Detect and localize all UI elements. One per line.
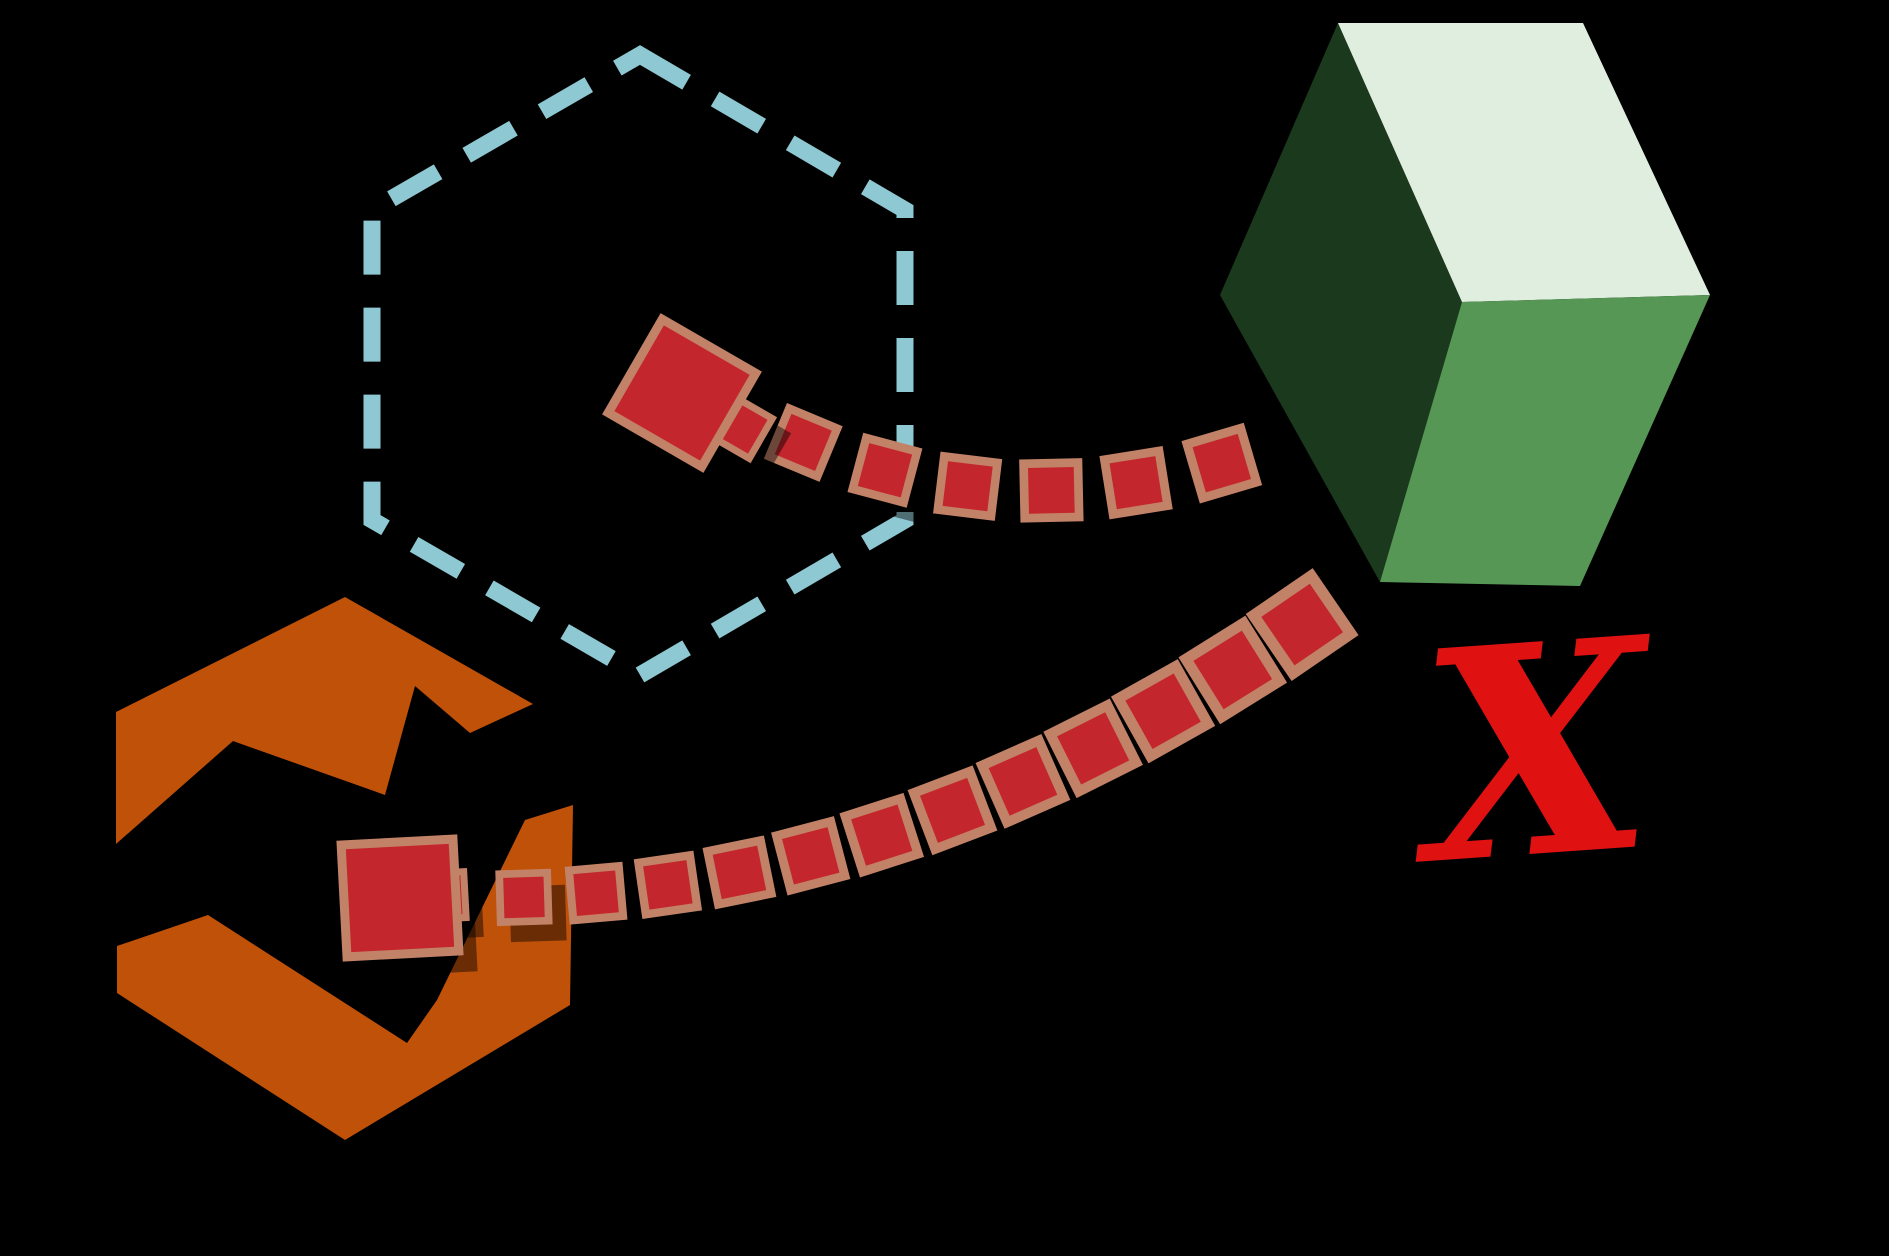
- trail-square: [702, 835, 777, 910]
- orange-camera: [336, 834, 484, 978]
- trail-square: [763, 403, 843, 482]
- trail-square: [495, 868, 553, 927]
- orange-check-piece: [117, 805, 573, 1140]
- trail-square: [1181, 422, 1263, 504]
- trail-square: [564, 861, 628, 925]
- camera-body: [602, 313, 762, 473]
- orange-chevron-piece: [116, 597, 533, 844]
- hexagon-outline: [363, 45, 914, 685]
- green-cube: [1220, 23, 1710, 586]
- trail-square: [975, 734, 1071, 829]
- trail-square: [771, 816, 851, 896]
- trail-square: [839, 792, 925, 878]
- trail-square: [1019, 458, 1084, 523]
- cube-left-face: [1220, 23, 1462, 582]
- trail-square: [1245, 568, 1359, 682]
- orange-hexagon-shape: [116, 597, 573, 1140]
- trail-square: [633, 850, 703, 920]
- lower-trail: [495, 568, 1373, 943]
- trail-square: [1099, 445, 1173, 520]
- trail-square: [907, 765, 998, 856]
- x-mark: X: [1394, 574, 1671, 931]
- trail-square: [847, 432, 923, 508]
- trail-square: [933, 451, 1003, 521]
- hexagon-camera: [602, 313, 792, 489]
- upper-trail: [763, 403, 1277, 539]
- cube-top-face: [1338, 23, 1710, 302]
- trail-square: [1043, 698, 1143, 799]
- trail-square: [1178, 615, 1288, 725]
- camera-body: [336, 834, 464, 962]
- dashed-hexagon: [363, 45, 914, 685]
- trail-square: [1110, 659, 1216, 764]
- cube-right-face: [1380, 295, 1710, 586]
